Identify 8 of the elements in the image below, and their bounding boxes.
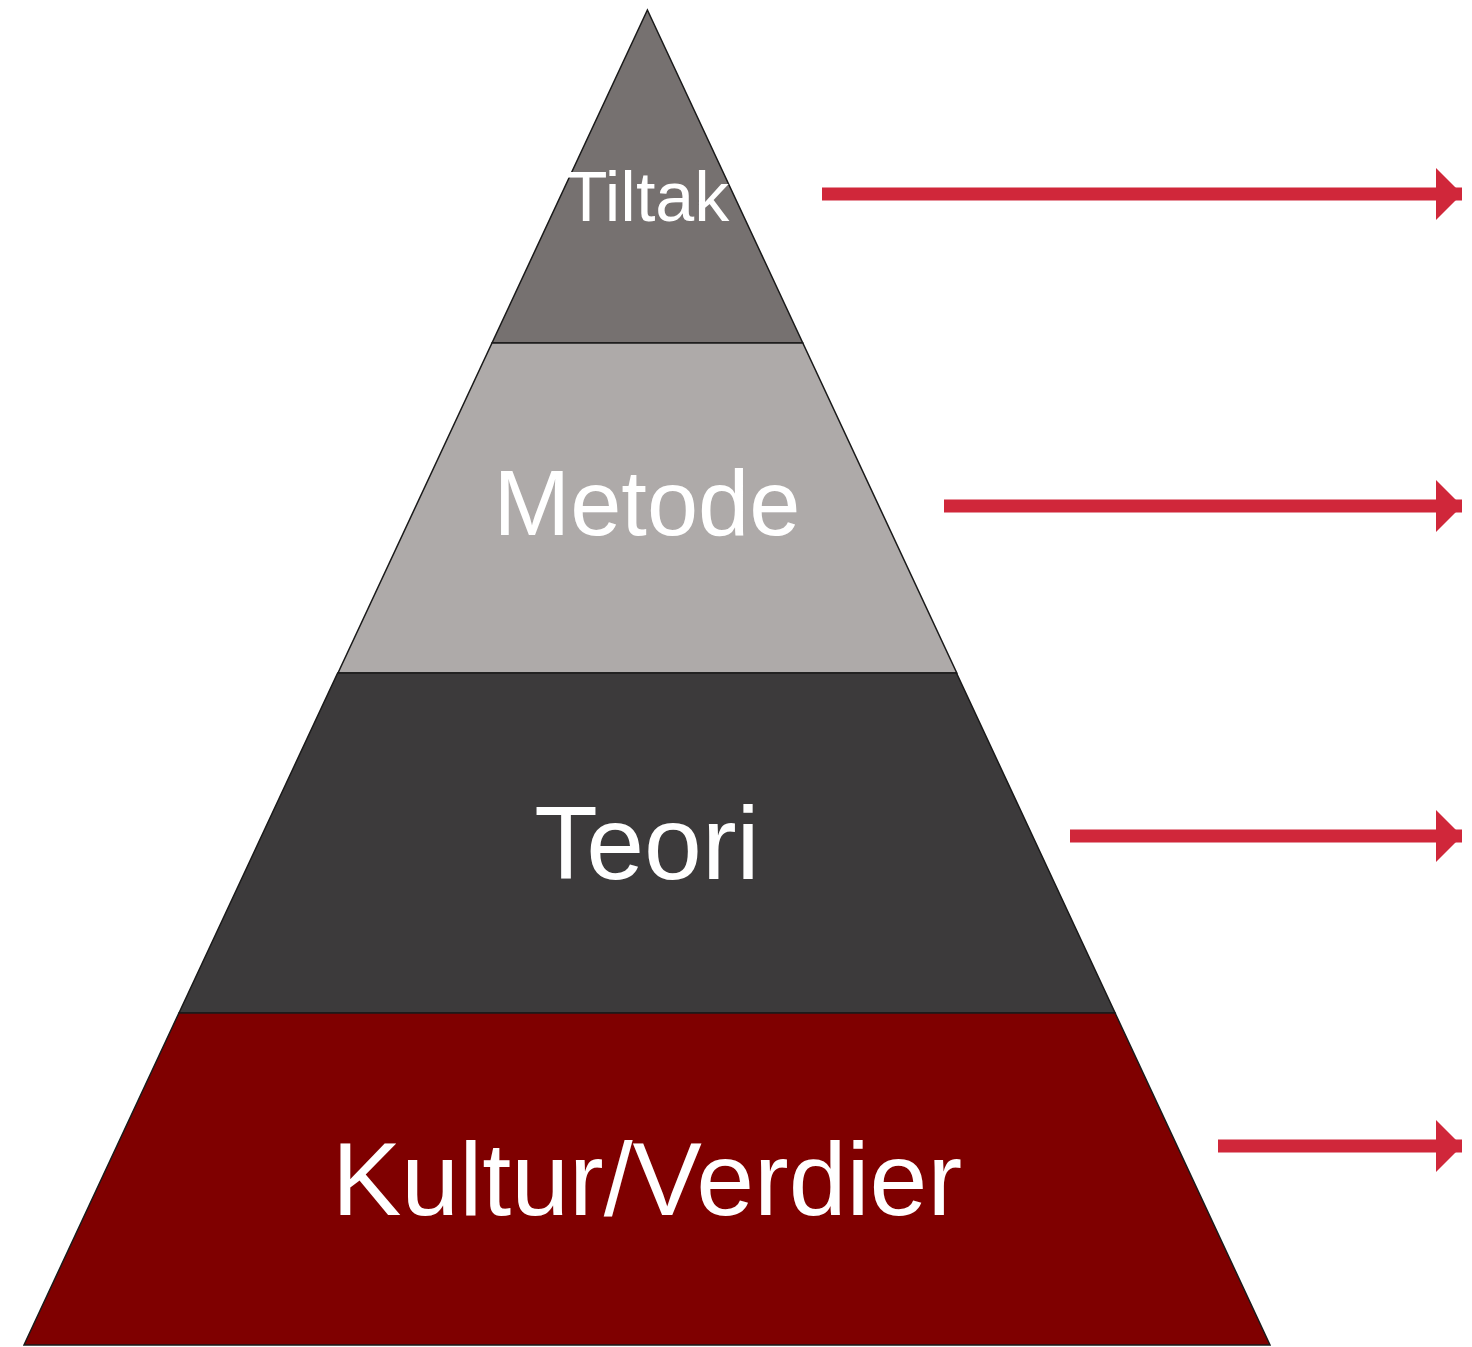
layer-label: Kultur/Verdier [331,1119,963,1239]
arrow [822,168,1462,220]
arrow [1070,810,1462,862]
arrow [944,480,1462,532]
layer-label: Teori [534,783,760,903]
arrow [1218,1120,1462,1172]
layer-label: Tiltak [564,156,730,237]
layer-label: Metode [493,450,801,556]
